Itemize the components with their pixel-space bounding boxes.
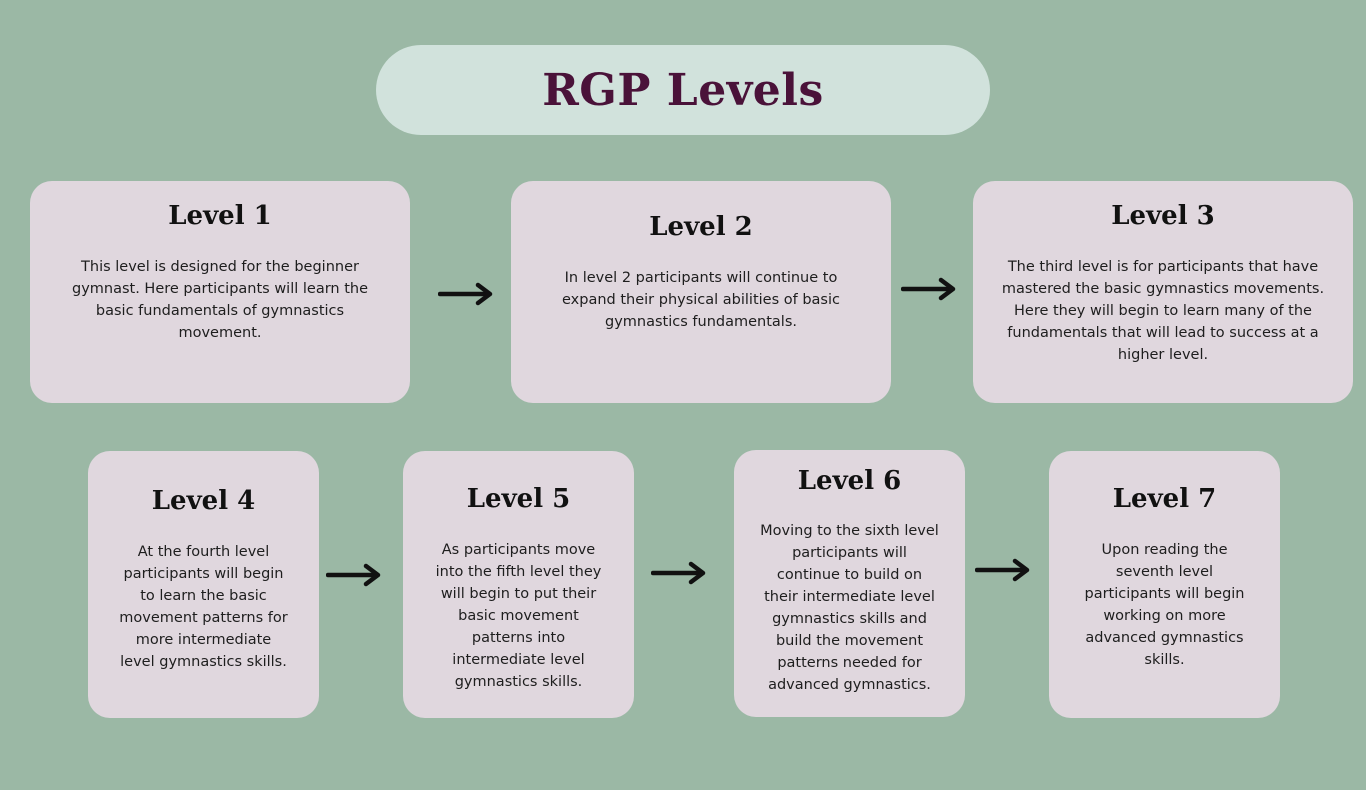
title-banner: RGP Levels xyxy=(376,45,990,135)
level-title: Level 2 xyxy=(649,212,753,242)
level-card-3: Level 3 The third level is for participa… xyxy=(973,181,1353,403)
level-title: Level 7 xyxy=(1112,484,1217,514)
level-description: In level 2 participants will continue to… xyxy=(562,270,840,330)
level-title: Level 3 xyxy=(1111,201,1215,231)
level-description: The third level is for participants that… xyxy=(1001,259,1325,363)
level-title: Level 4 xyxy=(151,486,256,516)
arrow-right-icon xyxy=(651,561,709,585)
level-title: Level 6 xyxy=(797,466,902,496)
arrow-right-icon xyxy=(901,277,959,301)
level-card-1: Level 1 This level is designed for the b… xyxy=(30,181,410,403)
level-card-2: Level 2 In level 2 participants will con… xyxy=(511,181,891,403)
arrow-right-icon xyxy=(975,558,1033,582)
level-title: Level 1 xyxy=(168,201,272,231)
arrow-right-icon xyxy=(438,282,496,306)
level-title: Level 5 xyxy=(466,484,571,514)
arrow-right-icon xyxy=(326,563,384,587)
page-title: RGP Levels xyxy=(542,64,824,116)
